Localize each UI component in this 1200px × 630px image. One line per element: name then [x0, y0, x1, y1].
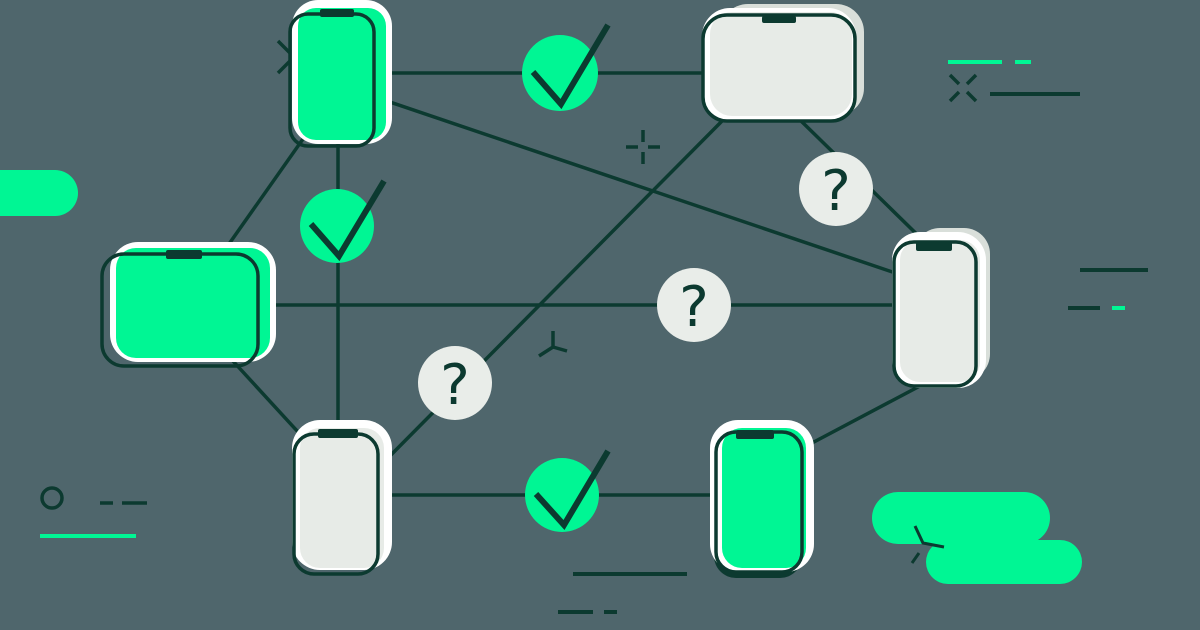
device-phone-bottom-right-camera-notch	[736, 430, 774, 439]
check-badge-bottom	[525, 449, 611, 532]
question-mark-icon: ?	[679, 275, 709, 340]
device-phone-bottom-right	[710, 420, 814, 578]
check-badge-top-circle	[522, 35, 598, 111]
device-phone-top-left-screen	[298, 8, 386, 140]
question-badge-center-circle	[657, 268, 731, 342]
device-tablet-top-right	[701, 4, 864, 123]
question-badge-lower-left: ?	[418, 346, 492, 420]
bl-ring	[40, 486, 64, 510]
checkmark-icon	[308, 179, 387, 262]
edge-tabletLeft-phoneBottom	[230, 358, 312, 447]
device-tablet-top-right-outline	[701, 13, 857, 123]
tri-mark	[538, 331, 568, 358]
device-phone-bottom	[292, 420, 392, 576]
sparkle-x-top-right	[948, 73, 978, 103]
question-mark-icon: ?	[821, 159, 851, 224]
check-badge-bottom-circle	[525, 458, 599, 532]
checkmark-icon	[530, 23, 611, 110]
question-badge-lower-left-circle	[418, 346, 492, 420]
device-tablet-left-screen	[116, 248, 270, 358]
plus-mark	[626, 130, 660, 164]
checkmark-icon	[533, 449, 611, 531]
device-tablet-left	[100, 242, 276, 368]
device-tablet-top-right-camera-notch	[762, 16, 796, 23]
device-phone-top-left	[288, 0, 392, 148]
device-tablet-left-camera-notch	[166, 250, 202, 259]
check-badge-middle-circle	[300, 189, 374, 263]
device-phone-bottom-screen	[300, 428, 384, 568]
check-badge-middle	[300, 179, 387, 263]
device-phone-right-camera-notch	[916, 242, 952, 251]
device-phone-right	[892, 228, 990, 388]
check-badge-top	[522, 23, 611, 111]
question-badge-top-right: ?	[799, 152, 873, 226]
device-phone-right-screen	[900, 240, 980, 382]
br-green-pill-1	[872, 492, 1050, 544]
device-phone-bottom-camera-notch	[318, 429, 358, 438]
question-mark-icon: ?	[440, 353, 470, 418]
edge-phoneRight-phoneBR	[794, 376, 936, 454]
br-bird-mark	[910, 525, 945, 564]
device-phone-bottom-right-screen	[722, 428, 806, 568]
left-green-pill	[0, 170, 78, 216]
question-badge-center: ?	[657, 268, 731, 342]
device-phone-top-left-camera-notch	[320, 9, 354, 17]
device-tablet-top-right-screen	[710, 12, 852, 116]
br-green-pill-2	[926, 540, 1082, 584]
question-badge-top-right-circle	[799, 152, 873, 226]
